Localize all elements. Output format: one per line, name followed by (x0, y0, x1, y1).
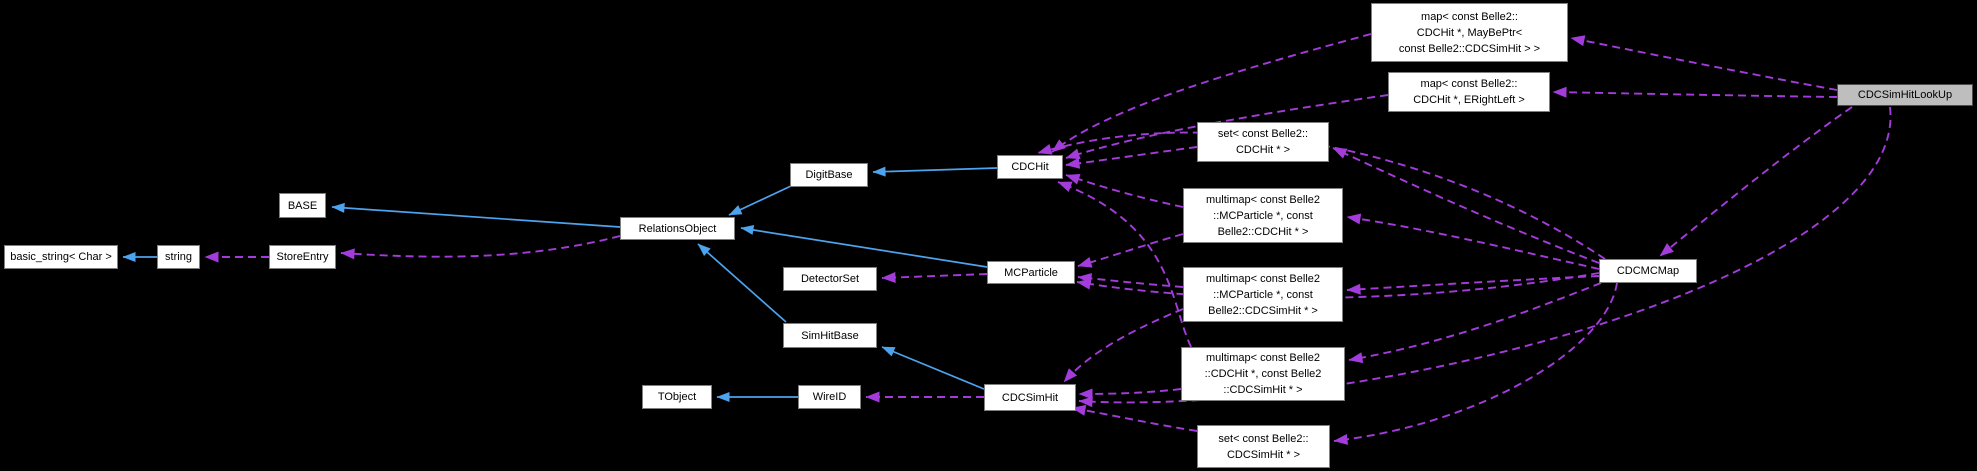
node-label-line: CDCHit * > (1235, 144, 1291, 156)
edge-cdchit-to-digitbase (872, 166, 998, 177)
node-label-line: ::MCParticle *, const (1213, 209, 1313, 222)
node-cdcsimhit[interactable]: CDCSimHit (984, 384, 1076, 411)
edge-multimap-mcp-cdcsimhit-to-mcparticle (1077, 272, 1184, 288)
node-storeentry[interactable]: StoreEntry (269, 245, 336, 269)
node-label-line: map< const Belle2:: (1421, 10, 1518, 23)
edge-cdcsimhitlookup-to-cdcmcmap (1659, 106, 1853, 257)
edge-relationsobject-to-base (331, 202, 621, 228)
node-label: CDCMCMap (1616, 265, 1680, 277)
node-cdcmcmap[interactable]: CDCMCMap (1599, 259, 1697, 283)
node-simhitbase[interactable]: SimHitBase (783, 323, 877, 348)
node-wireid[interactable]: WireID (798, 385, 861, 409)
node-tobject[interactable]: TObject (642, 385, 712, 409)
node-mcparticle[interactable]: MCParticle (987, 261, 1075, 284)
node-label-line: map< const Belle2:: (1420, 78, 1518, 90)
node-label: DetectorSet (800, 273, 860, 285)
node-label: BASE (287, 199, 318, 212)
node-cdcsimhitlookup-current: CDCSimHitLookUp (1837, 84, 1973, 106)
node-label: basic_string< Char > (10, 251, 112, 263)
node-relationsobject[interactable]: RelationsObject (620, 217, 735, 240)
node-label-line: multimap< const Belle2 (1205, 352, 1321, 364)
edge-mcparticle-to-detectorset (881, 271, 988, 283)
edge-digitbase-to-relationsobject (728, 185, 792, 216)
node-set-cdcsimhit[interactable]: set< const Belle2:: CDCSimHit * > (1197, 425, 1330, 468)
node-multimap-mcparticle-cdchit[interactable]: multimap< const Belle2 ::MCParticle *, c… (1183, 188, 1343, 243)
edge-set-cdcsimhit-to-cdcsimhit (1071, 404, 1198, 432)
edge-cdcsimhitlookup-to-map-rightleft (1552, 86, 1838, 98)
node-label: WireID (812, 391, 847, 403)
edge-simhitbase-to-relationsobject (697, 243, 787, 323)
edge-cdcmcmap-to-set-cdchit (1332, 147, 1600, 264)
node-label-line: multimap< const Belle2 (1205, 193, 1321, 206)
node-label: TObject (657, 391, 697, 403)
node-set-cdchit[interactable]: set< const Belle2:: CDCHit * > (1197, 122, 1329, 162)
node-label-line: CDCSimHit * > (1226, 448, 1301, 461)
node-detectorset[interactable]: DetectorSet (783, 267, 877, 291)
node-label-line: ::MCParticle *, const (1213, 288, 1313, 301)
edge-cdcmcmap-to-multimap-mcp-cdcsimhit (1346, 275, 1600, 295)
node-label-line: Belle2::CDCSimHit * > (1208, 304, 1318, 317)
node-multimap-cdchit-cdcsimhit[interactable]: multimap< const Belle2 ::CDCHit *, const… (1181, 347, 1345, 401)
node-label-line: CDCHit *, ERightLeft > (1413, 94, 1525, 106)
node-label: DigitBase (805, 169, 853, 181)
edge-cdcmcmap-to-mcparticle (1076, 272, 1600, 300)
node-label-line: set< const Belle2:: (1218, 432, 1309, 445)
node-label-line: Belle2::CDCHit * > (1217, 225, 1309, 238)
edge-multimap-mcp-cdchit-to-cdchit (1065, 174, 1184, 208)
node-label: CDCSimHitLookUp (1857, 89, 1953, 101)
edge-cdcsimhit-to-simhitbase (881, 346, 985, 390)
node-label-line: CDCHit *, MayBePtr< (1416, 26, 1523, 39)
node-map-cdchit-erightleft[interactable]: map< const Belle2:: CDCHit *, ERightLeft… (1388, 72, 1550, 112)
edge-map-maybeptr-to-cdchit (1051, 33, 1372, 153)
node-string[interactable]: string (157, 245, 200, 269)
node-label-line: const Belle2::CDCSimHit > > (1398, 42, 1541, 55)
node-label: CDCHit (1011, 161, 1049, 173)
node-basic-string[interactable]: basic_string< Char > (4, 245, 118, 269)
edge-multimap-mcp-cdcsimhit-to-cdcsimhit (1063, 308, 1184, 383)
edge-multimap-cdchit-cdcsimhit-to-cdcsimhit (1078, 388, 1182, 400)
node-map-cdchit-maybeptr[interactable]: map< const Belle2:: CDCHit *, MayBePtr< … (1371, 3, 1568, 62)
edge-cdcmcmap-to-set-cdcsimhit (1333, 282, 1618, 445)
edge-cdcsimhitlookup-to-cdcsimhit (1078, 106, 1892, 408)
edge-multimap-cdchit-cdcsimhit-to-cdchit (1057, 181, 1192, 348)
edge-mcparticle-to-relationsobject (740, 225, 988, 268)
node-label: SimHitBase (801, 329, 859, 342)
node-digitbase[interactable]: DigitBase (790, 163, 868, 187)
node-label: string (165, 251, 192, 263)
node-label: StoreEntry (276, 251, 329, 263)
edge-multimap-mcp-cdchit-to-mcparticle (1077, 233, 1184, 268)
node-cdchit[interactable]: CDCHit (997, 155, 1063, 179)
edge-cdcmcmap-to-multimap-cdchit-cdcsimhit (1348, 282, 1602, 364)
node-label-line: multimap< const Belle2 (1205, 272, 1321, 285)
node-base[interactable]: BASE (279, 193, 326, 218)
node-label-line: ::CDCSimHit * > (1223, 384, 1303, 396)
node-label-line: set< const Belle2:: (1217, 128, 1309, 140)
node-label-line: ::CDCHit *, const Belle2 (1204, 368, 1322, 380)
node-label: MCParticle (1004, 266, 1058, 279)
node-multimap-mcparticle-cdcsimhit[interactable]: multimap< const Belle2 ::MCParticle *, c… (1183, 267, 1343, 322)
edge-cdcmcmap-to-cdchit (1037, 131, 1606, 260)
node-label: RelationsObject (638, 222, 717, 235)
node-label: CDCSimHit (1001, 391, 1059, 404)
edge-set-cdchit-to-cdchit (1065, 146, 1198, 169)
edge-cdcmcmap-to-multimap-mcp-cdchit (1346, 213, 1600, 270)
edge-cdcsimhitlookup-to-map-maybeptr (1570, 35, 1838, 91)
edge-relationsobject-to-storeentry (340, 235, 621, 260)
